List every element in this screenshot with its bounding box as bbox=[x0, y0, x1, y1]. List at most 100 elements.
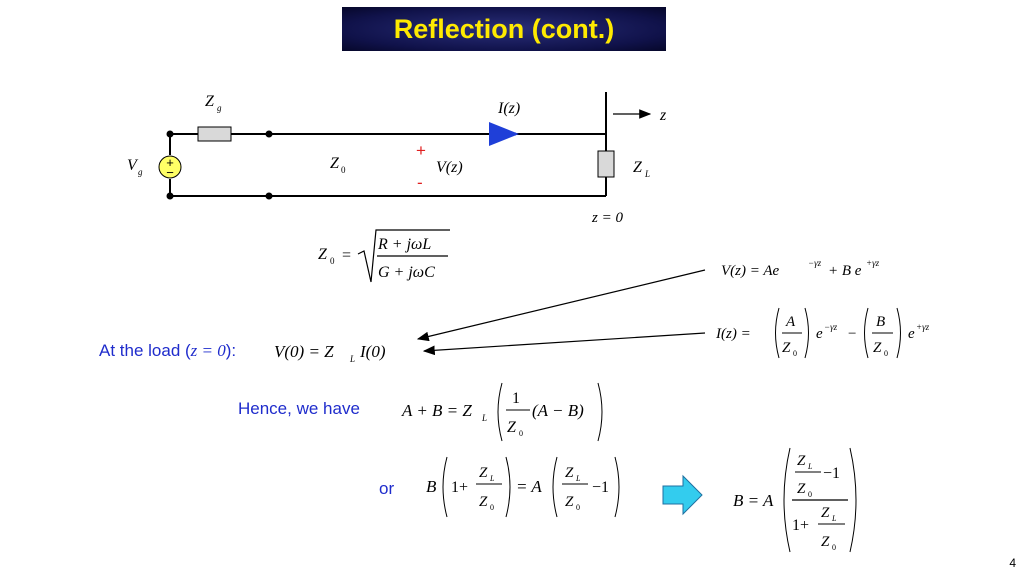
b-eq-z0-bot-sub: 0 bbox=[832, 543, 836, 552]
plus-sign: + bbox=[416, 141, 426, 160]
paren bbox=[597, 382, 603, 442]
b-eq-zl-top-sub: L bbox=[807, 462, 813, 471]
junction-dot bbox=[265, 130, 273, 138]
b-eq-zl-top: Z bbox=[797, 453, 806, 469]
zg-resistor bbox=[197, 126, 232, 142]
i-eq-a: A bbox=[785, 314, 796, 330]
b-eq-z0-bot: Z bbox=[821, 534, 830, 550]
zl-load bbox=[597, 150, 615, 178]
pointer-arrow-v bbox=[416, 269, 706, 342]
current-equation: I(z) = A Z 0 e −γz − B Z 0 e +γz bbox=[715, 307, 930, 359]
z0-definition: Z 0 = R + jωL G + jωC bbox=[318, 229, 450, 283]
implies-arrow bbox=[662, 474, 703, 516]
or-eq-eq-a: = A bbox=[516, 477, 542, 496]
or-eq-zl: Z bbox=[479, 465, 488, 481]
i-eq-b: B bbox=[876, 314, 885, 330]
v-eq-main: V(z) = Ae bbox=[721, 263, 780, 279]
z0-subscript: 0 bbox=[341, 165, 346, 175]
or-eq-zl2: Z bbox=[565, 465, 574, 481]
i-eq-e2: e bbox=[908, 326, 915, 342]
paren bbox=[783, 447, 791, 553]
slide-title: Reflection (cont.) bbox=[393, 13, 615, 44]
z0-def-lhs: Z bbox=[318, 246, 328, 263]
voltage-source bbox=[158, 155, 182, 179]
voltage-label: V(z) bbox=[436, 159, 463, 176]
load-equation: V(0) = Z L I(0) bbox=[274, 342, 386, 364]
load-eq-sub: L bbox=[349, 354, 355, 364]
hence-label: Hence, we have bbox=[238, 399, 360, 418]
minus: − bbox=[848, 326, 856, 342]
or-eq-zl2-sub: L bbox=[575, 474, 581, 483]
zg-label: Z bbox=[205, 93, 215, 110]
vg-subscript: g bbox=[138, 167, 143, 177]
junction-dot bbox=[166, 192, 174, 200]
sqrt-sign bbox=[357, 229, 450, 283]
paren bbox=[896, 307, 901, 359]
junction-dot bbox=[166, 130, 174, 138]
b-eq-z0-top-sub: 0 bbox=[808, 490, 812, 499]
or-eq-b: B bbox=[426, 477, 437, 496]
hence-eq-tail: (A − B) bbox=[532, 401, 584, 420]
zl-subscript: L bbox=[644, 169, 650, 179]
or-label: or bbox=[379, 479, 395, 498]
at-load-label: At the load (z = 0): bbox=[99, 341, 236, 361]
b-eq-z0-top: Z bbox=[797, 481, 806, 497]
minus-sign: - bbox=[417, 173, 423, 192]
i-eq-lhs: I(z) = bbox=[715, 326, 751, 342]
paren bbox=[505, 456, 511, 518]
z0-def-denominator: G + jωC bbox=[378, 264, 435, 281]
zg-subscript: g bbox=[217, 103, 222, 113]
equals-sign: = bbox=[342, 247, 351, 264]
junction-dot bbox=[265, 192, 273, 200]
or-eq-zl-sub: L bbox=[489, 474, 495, 483]
paren bbox=[804, 307, 809, 359]
hence-eq-z0: Z bbox=[507, 419, 517, 436]
vg-label: V bbox=[127, 157, 139, 174]
paren bbox=[849, 447, 857, 553]
i-eq-exp2: +γz bbox=[916, 322, 930, 332]
at-load-text: At the load ( bbox=[99, 341, 191, 360]
b-eq-zl-bot-sub: L bbox=[831, 514, 837, 523]
or-eq-z02-sub: 0 bbox=[576, 503, 580, 512]
circuit-diagram: + − Z g V g Z 0 Z L I(z) V(z) + - z z = … bbox=[127, 92, 667, 226]
zl-label: Z bbox=[633, 159, 643, 176]
b-eq-num-tail: −1 bbox=[823, 465, 840, 482]
b-eq-zl-bot: Z bbox=[821, 505, 830, 521]
or-eq-minus-one: −1 bbox=[592, 479, 609, 496]
hence-eq-z0-sub: 0 bbox=[519, 429, 523, 438]
current-label: I(z) bbox=[497, 100, 520, 117]
z-origin-label: z = 0 bbox=[591, 210, 623, 226]
v-eq-exp2: +γz bbox=[866, 258, 880, 268]
at-load-z: z = 0 bbox=[190, 341, 226, 360]
page-number: 4 bbox=[1009, 556, 1016, 570]
pointer-arrow-i bbox=[422, 332, 706, 356]
b-eq-den-head: 1+ bbox=[792, 517, 809, 534]
hence-eq-lhs: A + B = Z bbox=[401, 401, 472, 420]
i-eq-z0a: Z bbox=[782, 340, 791, 356]
paren bbox=[775, 307, 780, 359]
z0-def-sub: 0 bbox=[330, 256, 335, 266]
hence-eq-one: 1 bbox=[512, 390, 520, 407]
b-result-equation: B = A Z L Z 0 −1 1+ Z L Z 0 bbox=[733, 447, 857, 553]
source-minus: − bbox=[166, 165, 174, 180]
b-eq-lhs: B = A bbox=[733, 491, 774, 510]
or-eq-one-plus: 1+ bbox=[451, 479, 468, 496]
paren bbox=[442, 456, 448, 518]
z0-def-numerator: R + jωL bbox=[377, 236, 431, 253]
source-plus: + bbox=[166, 155, 174, 170]
at-load-end: ): bbox=[225, 341, 237, 360]
hence-eq-sub: L bbox=[481, 413, 487, 423]
i-eq-z0b-sub: 0 bbox=[884, 349, 888, 358]
v-eq-exp1: −γz bbox=[808, 258, 822, 268]
or-eq-z02: Z bbox=[565, 494, 574, 510]
paren bbox=[552, 456, 558, 518]
paren bbox=[614, 456, 620, 518]
hence-equation: A + B = Z L 1 Z 0 (A − B) bbox=[401, 382, 603, 442]
paren bbox=[864, 307, 869, 359]
load-eq-main: V(0) = Z bbox=[274, 342, 334, 361]
load-eq-tail: I(0) bbox=[359, 342, 386, 361]
or-eq-z0: Z bbox=[479, 494, 488, 510]
title-banner: Reflection (cont.) bbox=[342, 7, 666, 51]
i-eq-e1: e bbox=[816, 326, 823, 342]
